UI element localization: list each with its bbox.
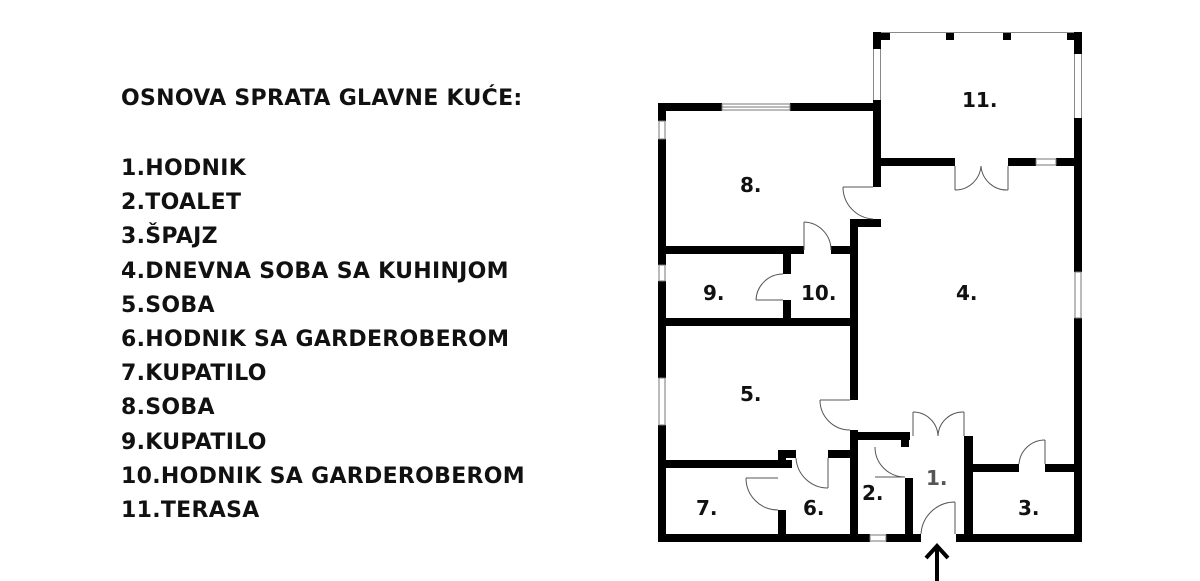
legend-item-hodnik-garderober-6: 6.HODNIK SA GARDEROBEROM (121, 327, 510, 353)
room-7-label: 7. (696, 496, 718, 520)
room-2-label: 2. (862, 481, 884, 505)
legend-item-spajz: 3.ŠPAJZ (121, 224, 218, 250)
legend-title: OSNOVA SPRATA GLAVNE KUĆE: (121, 86, 523, 111)
room-6-label: 6. (803, 496, 825, 520)
room-5-label: 5. (740, 382, 762, 406)
legend-list: 1.HODNIK 2.TOALET 3.ŠPAJZ 4.DNEVNA SOBA … (121, 152, 525, 528)
legend-item-soba-8: 8.SOBA (121, 395, 215, 421)
room-11-label: 11. (962, 88, 997, 112)
legend-item-soba-5: 5.SOBA (121, 292, 215, 318)
room-10-label: 10. (801, 281, 836, 305)
room-9-label: 9. (703, 281, 725, 305)
doors (745, 165, 1046, 535)
room-8-label: 8. (740, 173, 762, 197)
floor-legend: OSNOVA SPRATA GLAVNE KUĆE: 1.HODNIK 2.TO… (121, 82, 525, 528)
legend-item-hodnik-garderober-10: 10.HODNIK SA GARDEROBEROM (121, 463, 525, 489)
legend-item-hodnik: 1.HODNIK (121, 156, 247, 181)
legend-item-toalet: 2.TOALET (121, 190, 242, 216)
entrance-arrow-icon (924, 543, 950, 581)
legend-item-kupatilo-9: 9.KUPATILO (121, 429, 267, 455)
room-3-label: 3. (1018, 496, 1040, 520)
legend-item-terasa: 11.TERASA (121, 498, 260, 524)
room-4-label: 4. (956, 281, 978, 305)
legend-item-dnevna-soba: 4.DNEVNA SOBA SA KUHINJOM (121, 258, 509, 284)
legend-item-kupatilo-7: 7.KUPATILO (121, 361, 267, 387)
windows (658, 103, 1082, 542)
room-1-label: 1. (926, 466, 948, 490)
walls (658, 32, 1082, 542)
room-labels: 1. 2. 3. 4. 5. 6. 7. 8. 9. 10. 11. (696, 88, 1040, 520)
